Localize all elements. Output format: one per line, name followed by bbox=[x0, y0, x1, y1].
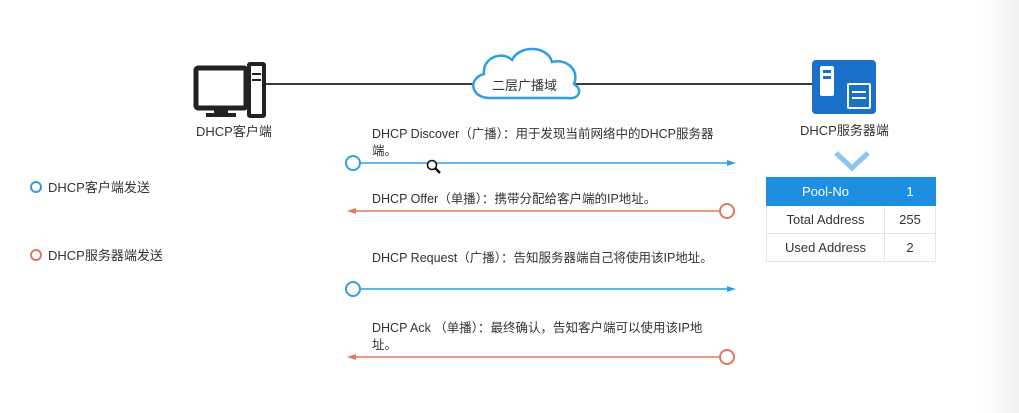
message-arrow-request bbox=[345, 281, 736, 297]
zoom-cursor-icon bbox=[426, 159, 441, 174]
table-row: Total Address 255 bbox=[766, 205, 936, 234]
computer-icon bbox=[193, 62, 266, 118]
legend-client-send: DHCP客户端发送 bbox=[30, 177, 150, 196]
client-label: DHCP客户端 bbox=[196, 124, 272, 139]
table-cell-value: 1 bbox=[884, 177, 936, 206]
table-cell-value: 255 bbox=[884, 205, 936, 234]
legend-client-label: DHCP客户端发送 bbox=[48, 180, 150, 195]
table-cell-name: Used Address bbox=[766, 233, 885, 262]
legend-client-dot bbox=[30, 180, 42, 193]
table-cell-name: Pool-No bbox=[766, 177, 885, 206]
message-arrow-ack bbox=[347, 349, 735, 365]
message-offer-text: DHCP Offer（单播）：携带分配给客户端的IP地址。 bbox=[372, 192, 657, 206]
table-cell-name: Total Address bbox=[766, 205, 885, 234]
cloud-icon bbox=[472, 47, 581, 100]
chevron-down-icon bbox=[834, 151, 870, 172]
server-label: DHCP服务器端 bbox=[800, 123, 889, 138]
server-icon bbox=[812, 60, 876, 114]
message-request-text: DHCP Request（广播）：告知服务器端自己将使用该IP地址。 bbox=[372, 251, 713, 265]
message-arrow-offer bbox=[347, 203, 735, 219]
cloud-label: 二层广播域 bbox=[492, 78, 558, 93]
legend-server-label: DHCP服务器端发送 bbox=[48, 248, 163, 263]
message-arrow-discover bbox=[345, 155, 736, 171]
message-ack-text: DHCP Ack （单播）：最终确认，告知客户端可以使用该IP地址。 bbox=[372, 321, 703, 352]
table-row: Used Address 2 bbox=[766, 233, 936, 262]
legend-server-send: DHCP服务器端发送 bbox=[30, 245, 163, 264]
legend-server-dot bbox=[30, 248, 42, 261]
table-header-row: Pool-No 1 bbox=[766, 177, 936, 206]
message-discover-text: DHCP Discover（广播）：用于发现当前网络中的DHCP服务器端。 bbox=[372, 127, 714, 158]
table-cell-value: 2 bbox=[884, 233, 936, 262]
address-pool-table: Pool-No 1 Total Address 255 Used Address… bbox=[766, 177, 936, 262]
